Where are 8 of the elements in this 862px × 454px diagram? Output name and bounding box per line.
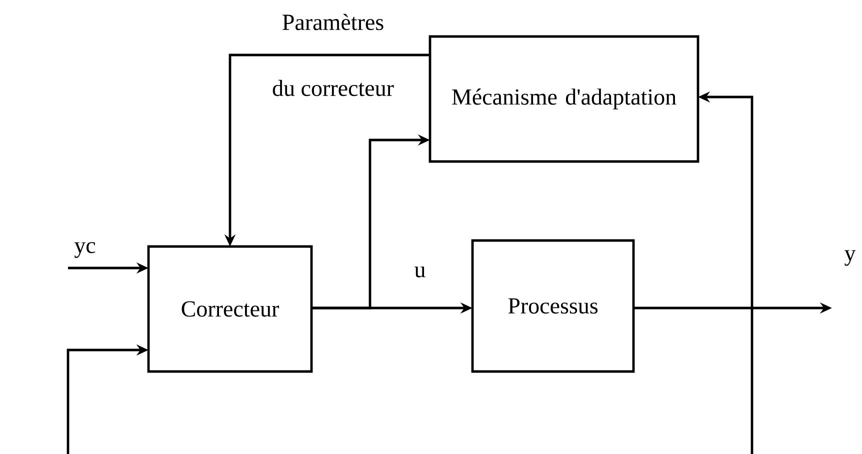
process-box: Correcteur: [147, 245, 313, 373]
signal-label: du correcteur: [272, 80, 394, 96]
process-box: Processus: [471, 239, 635, 373]
process-box: Mécanisme d'adaptation: [428, 35, 700, 163]
signal-label: Paramètres: [282, 14, 384, 30]
edge-label: y: [843, 249, 857, 267]
edge-label: yc: [73, 241, 97, 259]
edge-label: u: [413, 266, 427, 278]
